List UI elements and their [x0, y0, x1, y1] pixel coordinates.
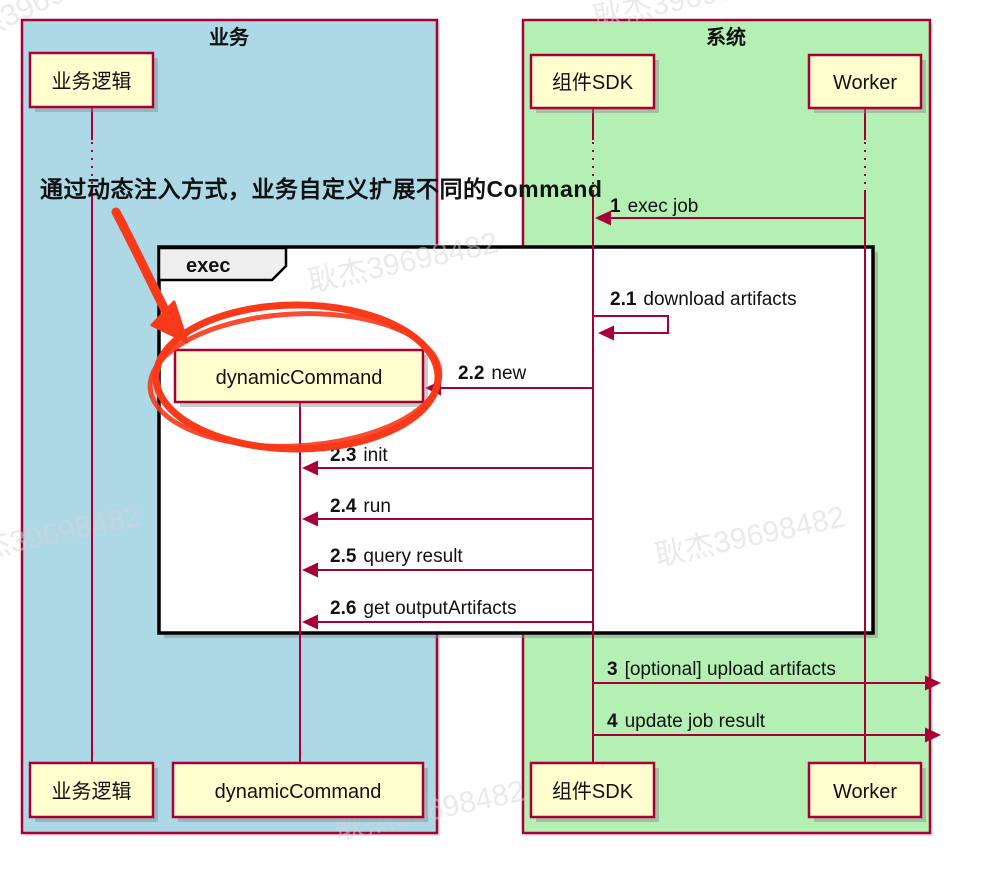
arrowhead-left [595, 210, 611, 226]
message-init: 2.3 init [302, 445, 593, 476]
message-new: 2.2 new [425, 363, 593, 396]
message-label: run [363, 496, 390, 517]
participant-label: dynamicCommand [215, 781, 382, 803]
participant-label: 业务逻辑 [52, 70, 132, 93]
annotation-text: 通过动态注入方式，业务自定义扩展不同的Command [40, 176, 602, 202]
message-number: 2.6 [330, 598, 356, 619]
participant-label: 业务逻辑 [52, 780, 132, 803]
participant-sdk-bottom: 组件SDK [529, 761, 659, 822]
exec-fragment-label-shape [157, 246, 288, 282]
participant-business-logic-top: 业务逻辑 [28, 51, 158, 112]
message-exec-job: 1 exec job [595, 196, 865, 226]
arrowhead-right [925, 675, 941, 691]
system-group-title: 系统 [706, 25, 746, 49]
message-run: 2.4 run [302, 496, 593, 527]
arrowhead-left [302, 562, 318, 578]
participant-worker-top: Worker [807, 53, 926, 113]
arrowhead-left [302, 511, 318, 527]
arrowhead-left [598, 325, 614, 341]
message-label: query result [363, 546, 463, 567]
message-number: 4 [607, 711, 618, 732]
participant-worker-bottom: Worker [807, 761, 926, 822]
arrowhead-right [925, 727, 941, 743]
participant-label: 组件SDK [552, 71, 634, 94]
message-number: 3 [607, 659, 618, 680]
arrowhead-left [302, 614, 318, 630]
participant-label: Worker [833, 781, 897, 803]
message-number: 2.1 [610, 289, 637, 310]
participant-business-logic-bottom: 业务逻辑 [28, 761, 158, 822]
message-label: download artifacts [643, 289, 796, 310]
message-label: [optional] upload artifacts [625, 659, 836, 680]
participant-label: Worker [833, 72, 897, 94]
business-group-title: 业务 [209, 25, 250, 49]
svg-text:3[optional] upload artifacts: 3 [optional] upload artifacts [607, 659, 836, 680]
message-upload-artifacts: 3 [optional] upload artifacts [593, 659, 941, 691]
message-query-result: 2.5 query result [302, 546, 593, 578]
message-number: 2.2 [458, 363, 484, 384]
message-label: get outputArtifacts [363, 598, 516, 619]
message-number: 2.5 [330, 546, 357, 567]
participant-dynamic-command-created: dynamicCommand [173, 348, 428, 407]
message-number: 2.4 [330, 496, 357, 517]
message-number: 2.3 [330, 445, 356, 466]
annotation-ellipse-icon [147, 301, 443, 453]
message-label: new [491, 363, 526, 384]
participant-dynamic-command-bottom: dynamicCommand [171, 761, 428, 822]
message-label: exec job [628, 196, 699, 217]
message-label: init [363, 445, 388, 466]
message-update-job-result: 4 update job result [593, 711, 941, 743]
message-number: 1 [610, 196, 621, 217]
participant-label: 组件SDK [552, 780, 634, 803]
message-download-artifacts: 2.1 download artifacts [594, 289, 797, 341]
exec-fragment-box [157, 245, 875, 635]
arrowhead-left [302, 460, 318, 476]
participant-sdk-top: 组件SDK [529, 53, 659, 113]
exec-fragment-label: exec [186, 255, 231, 277]
participant-label: dynamicCommand [216, 367, 383, 389]
message-get-output-artifacts: 2.6 get outputArtifacts [302, 598, 593, 630]
annotation-arrow-icon [111, 207, 189, 344]
message-label: update job result [625, 711, 766, 732]
